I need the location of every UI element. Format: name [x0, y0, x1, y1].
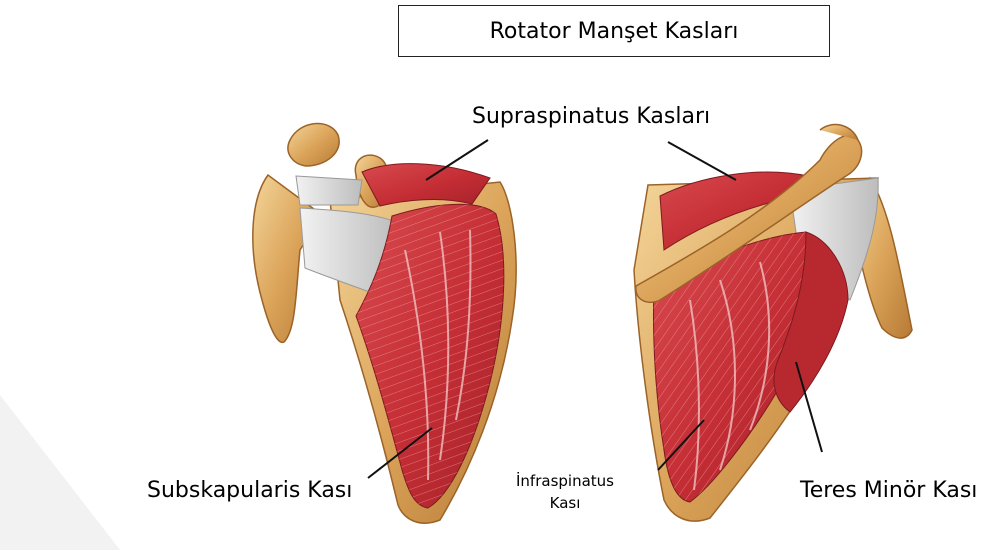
label-infraspinatus: İnfraspinatus Kası	[510, 470, 620, 514]
diagram-title: Rotator Manşet Kasları	[490, 19, 739, 44]
label-supraspinatus: Supraspinatus Kasları	[472, 104, 710, 129]
label-teres-minor: Teres Minör Kası	[800, 478, 977, 503]
diagram-title-box: Rotator Manşet Kasları	[398, 5, 830, 57]
label-subscapularis: Subskapularis Kası	[147, 478, 352, 503]
supraspinatus-left	[362, 164, 490, 206]
leader-supraspinatus-right	[668, 142, 736, 180]
acromion-left	[288, 124, 339, 166]
anterior-shoulder-illustration	[253, 124, 516, 524]
posterior-shoulder-illustration	[634, 125, 912, 522]
